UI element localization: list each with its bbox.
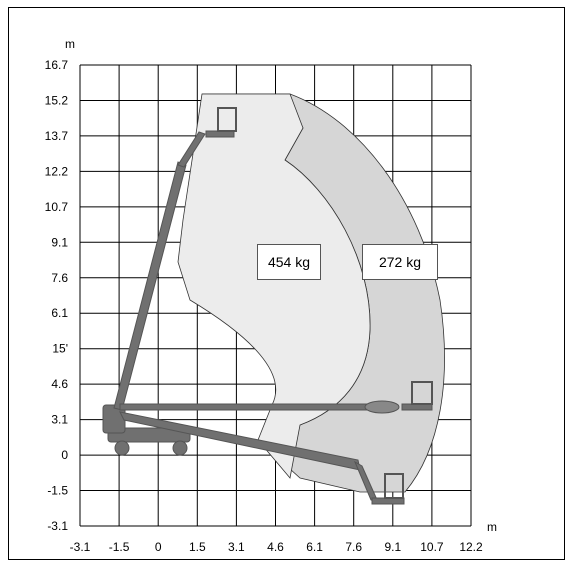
y-tick-label: 10.7 bbox=[45, 200, 69, 214]
y-tick-label: 12.2 bbox=[45, 164, 69, 178]
x-tick-label: -3.1 bbox=[70, 540, 91, 554]
y-axis-ticks: 16.7 15.2 13.7 12.2 10.7 9.1 7.6 6.1 15' 4.6 3.1 0 -… bbox=[45, 58, 69, 533]
y-tick-label: 7.6 bbox=[51, 271, 68, 285]
x-tick-label: 4.6 bbox=[267, 540, 284, 554]
y-tick-label: 6.1 bbox=[51, 306, 68, 320]
basket-mid-rail bbox=[411, 381, 433, 405]
zone-454kg bbox=[177, 93, 371, 479]
y-tick-label: 15.2 bbox=[45, 93, 69, 107]
horizontal-boom bbox=[119, 403, 371, 411]
x-tick-label: 9.1 bbox=[384, 540, 401, 554]
y-tick-label: 9.1 bbox=[51, 235, 68, 249]
x-tick-label: 10.7 bbox=[420, 540, 444, 554]
y-tick-label: -1.5 bbox=[47, 484, 68, 498]
y-tick-label: 15' bbox=[52, 342, 68, 356]
capacity-label-272: 272 kg bbox=[362, 244, 438, 280]
x-tick-label: 1.5 bbox=[189, 540, 206, 554]
x-tick-label: 3.1 bbox=[228, 540, 245, 554]
capacity-label-454: 454 kg bbox=[257, 244, 321, 280]
y-tick-label: 13.7 bbox=[45, 129, 69, 143]
y-tick-label: 16.7 bbox=[45, 58, 69, 72]
boom-lift-machine bbox=[102, 107, 433, 505]
x-tick-label: 0 bbox=[155, 540, 162, 554]
x-tick-label: 7.6 bbox=[345, 540, 362, 554]
jib bbox=[177, 131, 206, 168]
x-tick-label: 12.2 bbox=[459, 540, 483, 554]
basket-low-rail bbox=[384, 473, 404, 499]
chassis bbox=[107, 427, 191, 443]
rear-wheel bbox=[172, 440, 188, 456]
y-axis-unit: m bbox=[65, 37, 75, 51]
basket-top-rail bbox=[217, 107, 237, 132]
y-tick-label: 4.6 bbox=[51, 377, 68, 391]
x-tick-label: -1.5 bbox=[109, 540, 130, 554]
y-tick-label: 0 bbox=[61, 448, 68, 462]
y-tick-label: 3.1 bbox=[51, 413, 68, 427]
y-tick-label: -3.1 bbox=[47, 519, 68, 533]
x-axis-unit: m bbox=[487, 520, 497, 534]
front-wheel bbox=[114, 440, 130, 456]
x-tick-label: 6.1 bbox=[306, 540, 323, 554]
x-axis-ticks: -3.1 -1.5 0 1.5 3.1 4.6 6.1 7.6 9.1 10.7 12.2 bbox=[70, 540, 483, 554]
upper-boom bbox=[113, 161, 187, 411]
boom-knuckle bbox=[364, 400, 400, 414]
